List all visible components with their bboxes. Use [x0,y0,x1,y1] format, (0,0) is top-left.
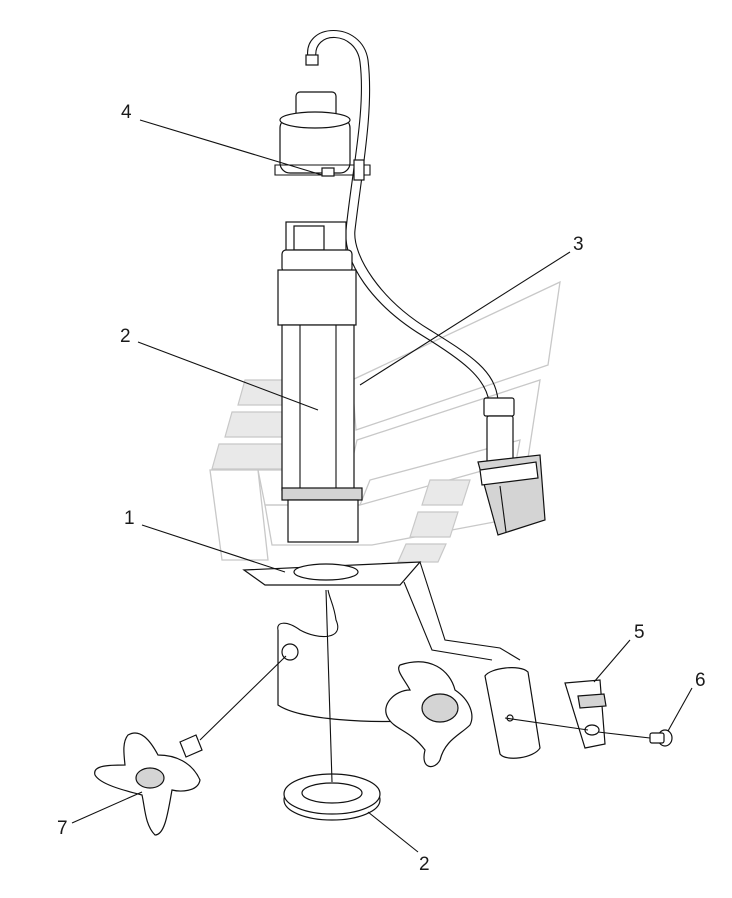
callout-1: 1 [124,508,135,529]
part-1-bracket [242,561,521,723]
callout-7: 7 [57,818,68,839]
part-2-nut [283,773,381,821]
callout-3: 3 [573,234,584,255]
callout-5: 5 [634,622,645,643]
assembly-axis-lines [199,589,651,783]
callout-labels: 4 3 2 1 5 6 7 2 [57,102,706,875]
part-2-sensor-body [277,221,363,543]
leader-lines [71,119,693,853]
part-7-knob [94,732,203,836]
callout-2-top: 2 [120,326,131,347]
cable-connector [477,397,546,536]
part-4-cap [274,91,371,181]
knob-right [385,661,473,768]
mounting-plate-right [484,667,541,759]
sensor-cable [305,29,499,403]
callout-2-bottom: 2 [419,854,430,875]
callout-4: 4 [121,102,132,123]
part-6-screw [649,729,673,747]
part-5-clip [564,679,607,749]
callout-6: 6 [695,670,706,691]
